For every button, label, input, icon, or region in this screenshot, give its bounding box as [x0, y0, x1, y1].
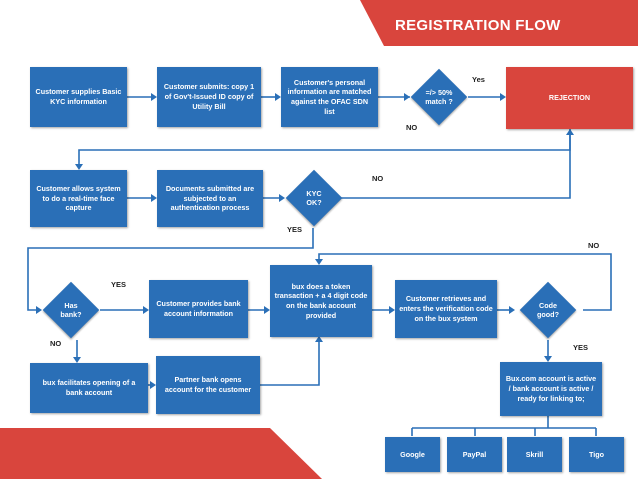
- arrowhead: [150, 381, 156, 389]
- label-no-match: NO: [406, 123, 418, 132]
- decision-code-good: Code good?: [519, 281, 577, 339]
- arrowhead: [315, 259, 323, 265]
- arrowhead: [566, 129, 574, 135]
- connector-partner-up: [260, 339, 320, 386]
- node-auth: Documents submitted are subjected to an …: [157, 170, 263, 227]
- arrowhead: [500, 93, 506, 101]
- title-banner: [360, 0, 638, 46]
- label-yes-bank: YES: [111, 280, 127, 289]
- arrowhead: [544, 356, 552, 362]
- label-no-bank: NO: [50, 339, 62, 348]
- bottom-banner: [0, 428, 322, 479]
- node-retrieves: Customer retrieves and enters the verifi…: [395, 280, 497, 338]
- arrowhead: [389, 306, 395, 314]
- label-yes-match: Yes: [472, 75, 485, 84]
- connector-kyc-yes: [27, 228, 314, 311]
- arrowhead: [143, 306, 149, 314]
- label-no-code: NO: [588, 241, 600, 250]
- arrowhead: [315, 336, 323, 342]
- node-kyc-info: Customer supplies Basic KYC information: [30, 67, 127, 127]
- connector-code-no: [318, 253, 612, 311]
- label-no-kyc: NO: [372, 174, 384, 183]
- service-google: Google: [385, 437, 440, 472]
- arrowhead: [275, 93, 281, 101]
- label-yes-code: YES: [573, 343, 589, 352]
- node-facilitates: bux facilitates opening of a bank accoun…: [30, 363, 148, 413]
- decision-code-good-text: Code good?: [537, 300, 559, 319]
- service-paypal: PayPal: [447, 437, 502, 472]
- arrowhead: [73, 357, 81, 363]
- arrowhead: [36, 306, 42, 314]
- node-partner: Partner bank opens account for the custo…: [156, 356, 260, 414]
- decision-match: =/> 50% match ?: [410, 68, 468, 126]
- node-provides-bank: Customer provides bank account informati…: [149, 280, 248, 338]
- arrowheads: [36, 93, 574, 389]
- page-title: REGISTRATION FLOW: [395, 17, 561, 34]
- node-submits: Customer submits: copy 1 of Gov't-Issued…: [157, 67, 261, 127]
- arrowhead: [151, 194, 157, 202]
- decision-kyc-ok: KYC OK?: [285, 169, 343, 227]
- decision-has-bank-text: Has bank?: [60, 300, 82, 319]
- arrowhead: [509, 306, 515, 314]
- node-ofac: Customer's personal information are matc…: [281, 67, 378, 127]
- arrowhead: [151, 93, 157, 101]
- connector-kyc-no: [341, 131, 571, 199]
- connector-reject-loop: [78, 129, 571, 166]
- service-skrill: Skrill: [507, 437, 562, 472]
- connectors: [27, 96, 612, 436]
- service-tigo: Tigo: [569, 437, 624, 472]
- node-rejection: REJECTION: [506, 67, 633, 129]
- node-face-capture: Customer allows system to do a real-time…: [30, 170, 127, 227]
- decision-has-bank: Has bank?: [42, 281, 100, 339]
- decision-kyc-ok-text: KYC OK?: [306, 188, 322, 207]
- label-yes-kyc: YES: [287, 225, 303, 234]
- node-active: Bux.com account is active / bank account…: [500, 362, 602, 416]
- arrowhead: [279, 194, 285, 202]
- arrowhead: [404, 93, 410, 101]
- node-token: bux does a token transaction + a 4 digit…: [270, 265, 372, 337]
- decision-match-text: =/> 50% match ?: [425, 87, 453, 106]
- arrowhead: [264, 306, 270, 314]
- arrowhead: [75, 164, 83, 170]
